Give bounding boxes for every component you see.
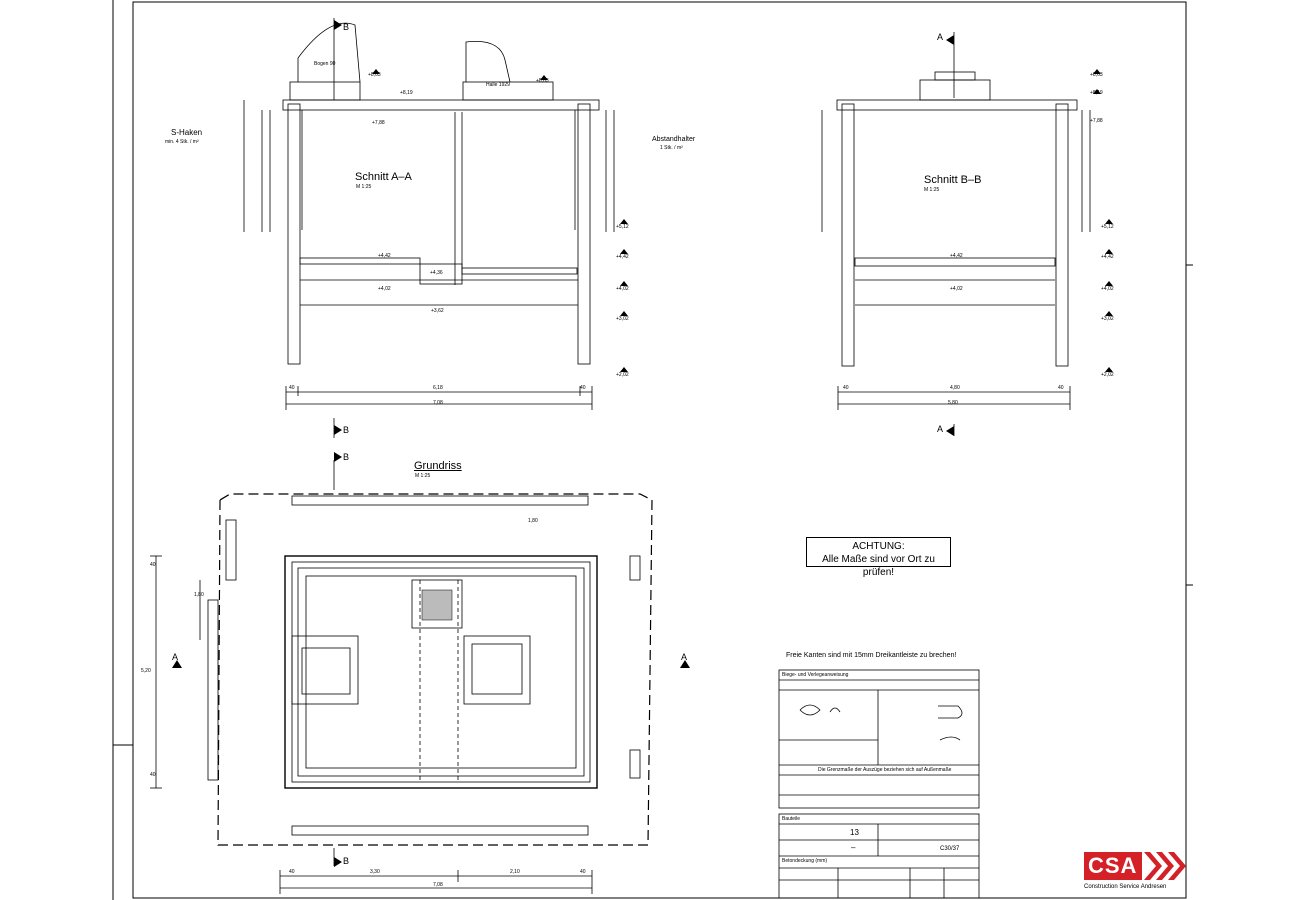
dim-plan-2: 3,30 bbox=[370, 869, 380, 875]
dim-bb-1: 40 bbox=[843, 385, 849, 391]
dim-bb-2: 4,80 bbox=[950, 385, 960, 391]
dim-plan-8: 5,20 bbox=[141, 668, 151, 674]
abstandhalter-title: Abstandhalter bbox=[652, 136, 696, 143]
level-aa-1: +8,63 bbox=[368, 72, 381, 78]
section-marker-b-mid: B bbox=[343, 425, 350, 435]
level-aa-7: +5,12 bbox=[616, 224, 629, 230]
legend-bending-title: Biege- und Verlegeanweisung bbox=[782, 672, 849, 678]
level-bb-6: +4,02 bbox=[1101, 286, 1114, 292]
level-bb-9: +4,42 bbox=[950, 253, 963, 259]
section-marker-a-bottom: A bbox=[937, 424, 944, 434]
section-marker-b-top: B bbox=[343, 22, 350, 32]
level-bb-4: +5,12 bbox=[1101, 224, 1114, 230]
legend-code: C30/37 bbox=[940, 846, 960, 852]
section-aa-title: Schnitt A–A bbox=[355, 171, 412, 183]
level-aa-12: +4,36 bbox=[430, 270, 443, 276]
level-aa-5: +4,02 bbox=[378, 286, 391, 292]
level-aa-2: +8,19 bbox=[400, 90, 413, 96]
dim-bb-4: 5,80 bbox=[948, 400, 958, 406]
opening-right-label: Halle 1929 bbox=[486, 82, 510, 88]
level-bb-8: +2,02 bbox=[1101, 372, 1114, 378]
level-aa-6: +3,62 bbox=[431, 308, 444, 314]
legend-steel-qty: 13 bbox=[850, 828, 859, 837]
section-marker-b-plan-bottom: B bbox=[343, 856, 350, 866]
s-haken-spec: min. 4 Stk. / m² bbox=[165, 139, 199, 145]
level-bb-2: +8,19 bbox=[1090, 90, 1103, 96]
abstandhalter-spec: 1 Stk. / m² bbox=[660, 145, 683, 151]
legend-cover-title: Betondeckung (mm) bbox=[782, 858, 828, 864]
dim-plan-4: 40 bbox=[580, 869, 586, 875]
level-aa-3: +7,88 bbox=[372, 120, 385, 126]
section-aa-scale: M 1:25 bbox=[356, 184, 372, 190]
section-bb-scale: M 1:25 bbox=[924, 187, 940, 193]
dim-plan-3: 2,10 bbox=[510, 869, 520, 875]
level-bb-10: +4,02 bbox=[950, 286, 963, 292]
dim-aa-4: 7,08 bbox=[433, 400, 443, 406]
csa-logo-subtitle: Construction Service Andresen bbox=[1084, 884, 1167, 890]
notice-box: ACHTUNG: Alle Maße sind vor Ort zu prüfe… bbox=[806, 537, 951, 578]
opening-left-label: Bogen 90 bbox=[314, 61, 336, 67]
section-marker-b-plan-top: B bbox=[343, 452, 350, 462]
dim-aa-3: 40 bbox=[580, 385, 586, 391]
level-aa-8: +4,42 bbox=[616, 254, 629, 260]
dim-plan-1: 40 bbox=[289, 869, 295, 875]
legend-dash: – bbox=[851, 843, 856, 852]
plan-title: Grundriss bbox=[414, 460, 462, 472]
level-aa-roof: +8,63 bbox=[536, 78, 549, 84]
section-bb-drawing bbox=[821, 32, 1091, 436]
notice-text: Alle Maße sind vor Ort zu prüfen! bbox=[822, 554, 935, 578]
dim-plan-5: 7,08 bbox=[433, 882, 443, 888]
plan-drawing bbox=[150, 460, 653, 894]
level-bb-3: +7,88 bbox=[1090, 118, 1103, 124]
level-aa-9: +4,02 bbox=[616, 286, 629, 292]
section-marker-a-plan-right: A bbox=[681, 652, 688, 662]
csa-logo bbox=[1084, 852, 1186, 880]
legend-block bbox=[778, 669, 980, 899]
s-haken-title: S-Haken bbox=[171, 128, 203, 137]
level-bb-7: +3,02 bbox=[1101, 316, 1114, 322]
csa-logo-text: CSA bbox=[1088, 853, 1138, 878]
section-aa-drawing bbox=[243, 18, 615, 438]
dim-plan-9: 40 bbox=[150, 562, 156, 568]
level-aa-4: +4,42 bbox=[378, 253, 391, 259]
plan-scale: M 1:25 bbox=[415, 473, 431, 479]
section-marker-a-plan-left: A bbox=[172, 652, 179, 662]
level-bb-5: +4,42 bbox=[1101, 254, 1114, 260]
notice-title: ACHTUNG: bbox=[852, 541, 905, 552]
dim-plan-6: 1,80 bbox=[528, 518, 538, 524]
legend-header: Freie Kanten sind mit 15mm Dreikantleist… bbox=[786, 652, 957, 659]
legend-note: Die Grenzmaße der Auszüge beziehen sich … bbox=[818, 767, 952, 773]
level-aa-10: +3,02 bbox=[616, 316, 629, 322]
level-aa-11: +2,02 bbox=[616, 372, 629, 378]
dim-plan-10: 40 bbox=[150, 772, 156, 778]
section-bb-title: Schnitt B–B bbox=[924, 174, 982, 186]
dim-aa-2: 6,18 bbox=[433, 385, 443, 391]
dim-plan-7: 1,80 bbox=[194, 592, 204, 598]
dim-aa-1: 40 bbox=[289, 385, 295, 391]
section-marker-a-top: A bbox=[937, 32, 944, 42]
legend-bauteile: Bauteile bbox=[782, 816, 801, 822]
level-bb-1: +8,63 bbox=[1090, 72, 1103, 78]
dim-bb-3: 40 bbox=[1058, 385, 1064, 391]
